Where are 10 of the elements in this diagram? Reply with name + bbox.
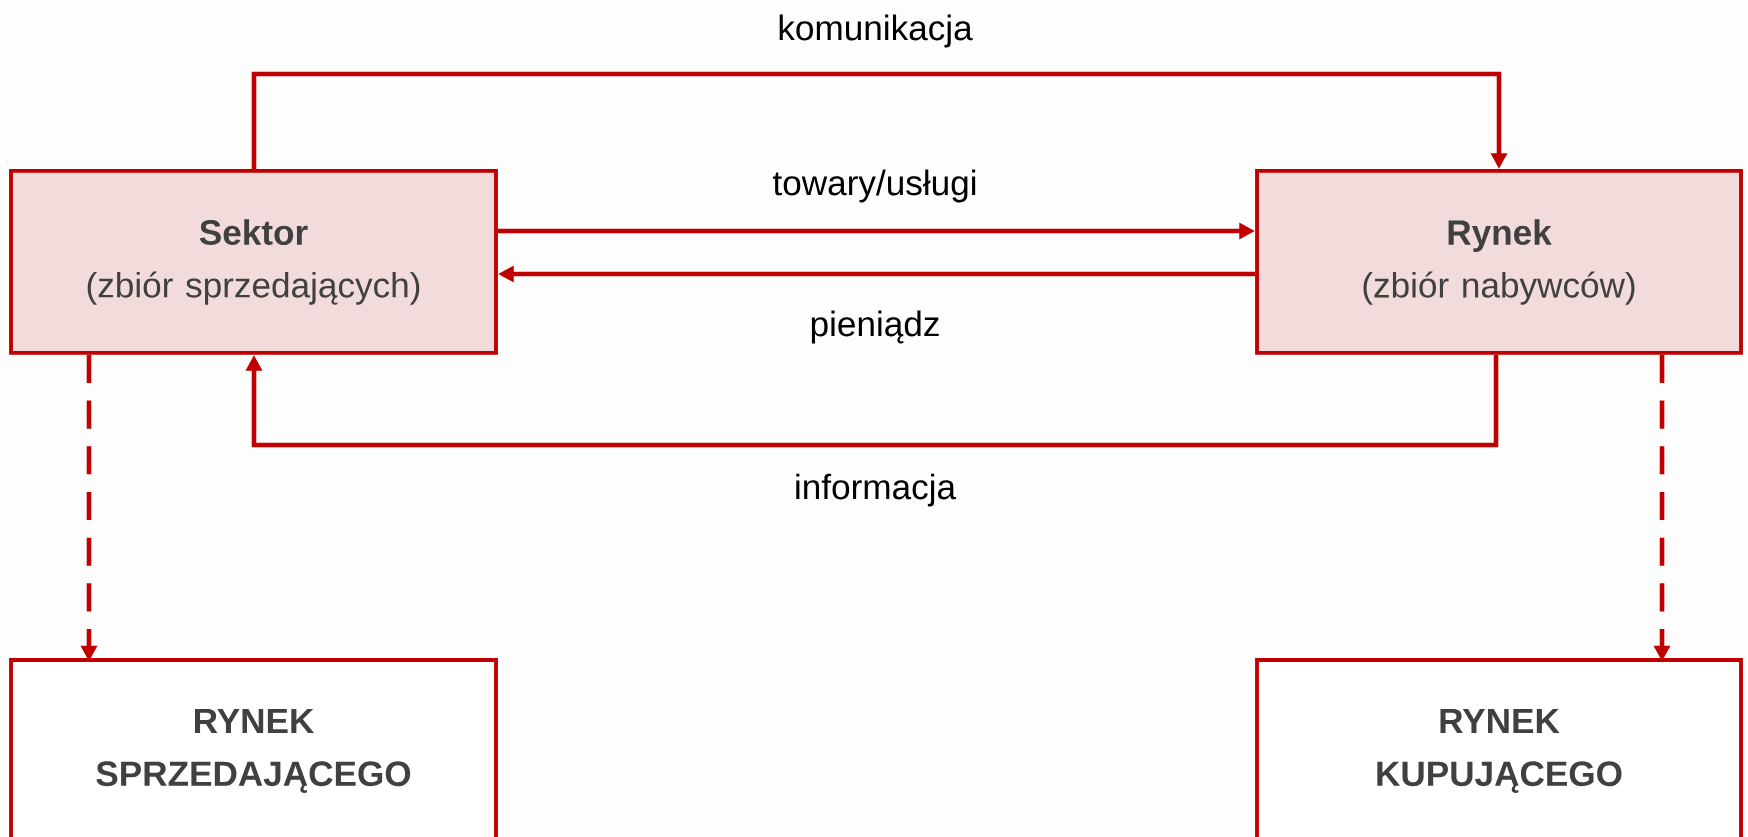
edge-label: towary/usługi [773,169,976,203]
arrow [245,354,1499,448]
edge-label: komunikacja [779,14,973,48]
arrow [251,71,1508,169]
market-box: RYNEK SPRZEDAJĄCEGO [9,658,498,837]
edge-label: informacja [796,473,957,507]
process-box: Rynek (zbiór nabywców) [1255,169,1743,355]
market-box: RYNEK KUPUJĄCEGO [1255,658,1743,837]
process-box: Sektor (zbiór sprzedających) [9,169,498,355]
edge-label: pieniądz [811,310,939,344]
